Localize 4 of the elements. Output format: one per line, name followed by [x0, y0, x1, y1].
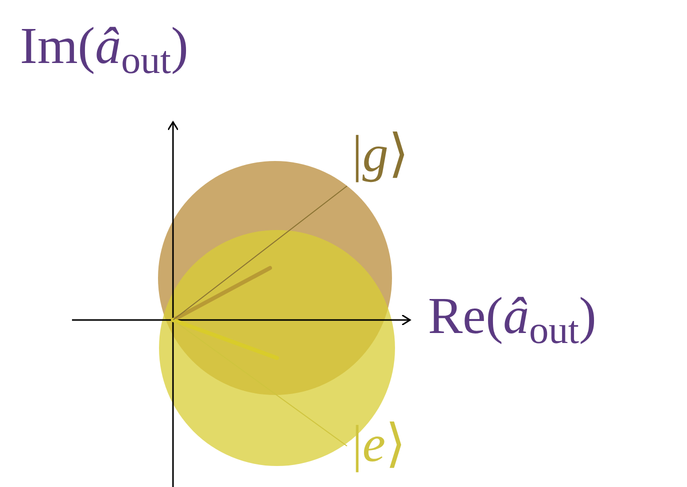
- axis-label: Im(â$_{out}$): [20, 17, 188, 79]
- state-label: |g⟩: [352, 129, 408, 181]
- axis-label: Re(â$_{out}$): [428, 287, 596, 349]
- leader-line: [172, 186, 348, 320]
